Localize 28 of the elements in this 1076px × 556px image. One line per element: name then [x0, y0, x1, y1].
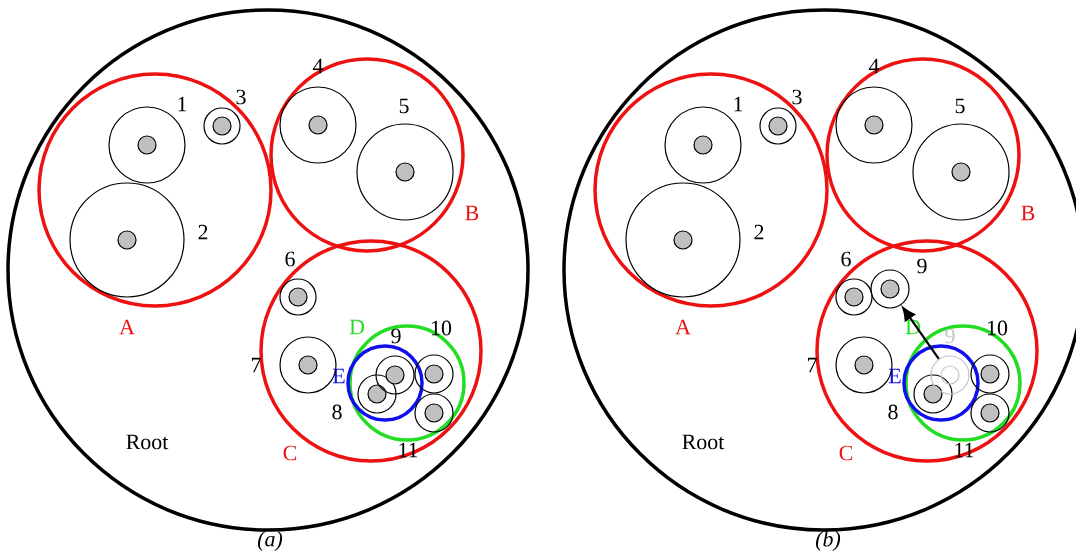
panel-caption: (b)	[816, 531, 841, 551]
node-label: 6	[841, 251, 851, 267]
node-label: A	[119, 319, 135, 335]
node-label: 5	[955, 98, 965, 114]
node-label: B	[1021, 205, 1035, 221]
node-label: 2	[754, 224, 764, 240]
node-label: 4	[868, 58, 880, 74]
node-label: 4	[312, 58, 324, 74]
node-label: 8	[332, 404, 342, 420]
panel-caption: (a)	[258, 531, 283, 551]
node-label: 6	[285, 251, 295, 267]
arrow	[902, 307, 940, 360]
node-label: 7	[251, 357, 261, 373]
node-label: 3	[792, 89, 802, 105]
node-label: 8	[888, 404, 898, 420]
node-label: 10	[431, 320, 452, 336]
node-label: 9	[917, 258, 927, 274]
node-label: 3	[236, 89, 246, 105]
node-label: 5	[399, 98, 409, 114]
node-label: B	[465, 205, 479, 221]
node-label: A	[675, 319, 691, 335]
node-label: E	[888, 368, 901, 384]
node-label: 2	[198, 224, 208, 240]
node-label: 10	[987, 320, 1008, 336]
node-label: E	[332, 368, 345, 384]
node-label: 7	[807, 357, 817, 373]
node-label: 9	[945, 328, 955, 344]
node-label: 9	[391, 328, 401, 344]
